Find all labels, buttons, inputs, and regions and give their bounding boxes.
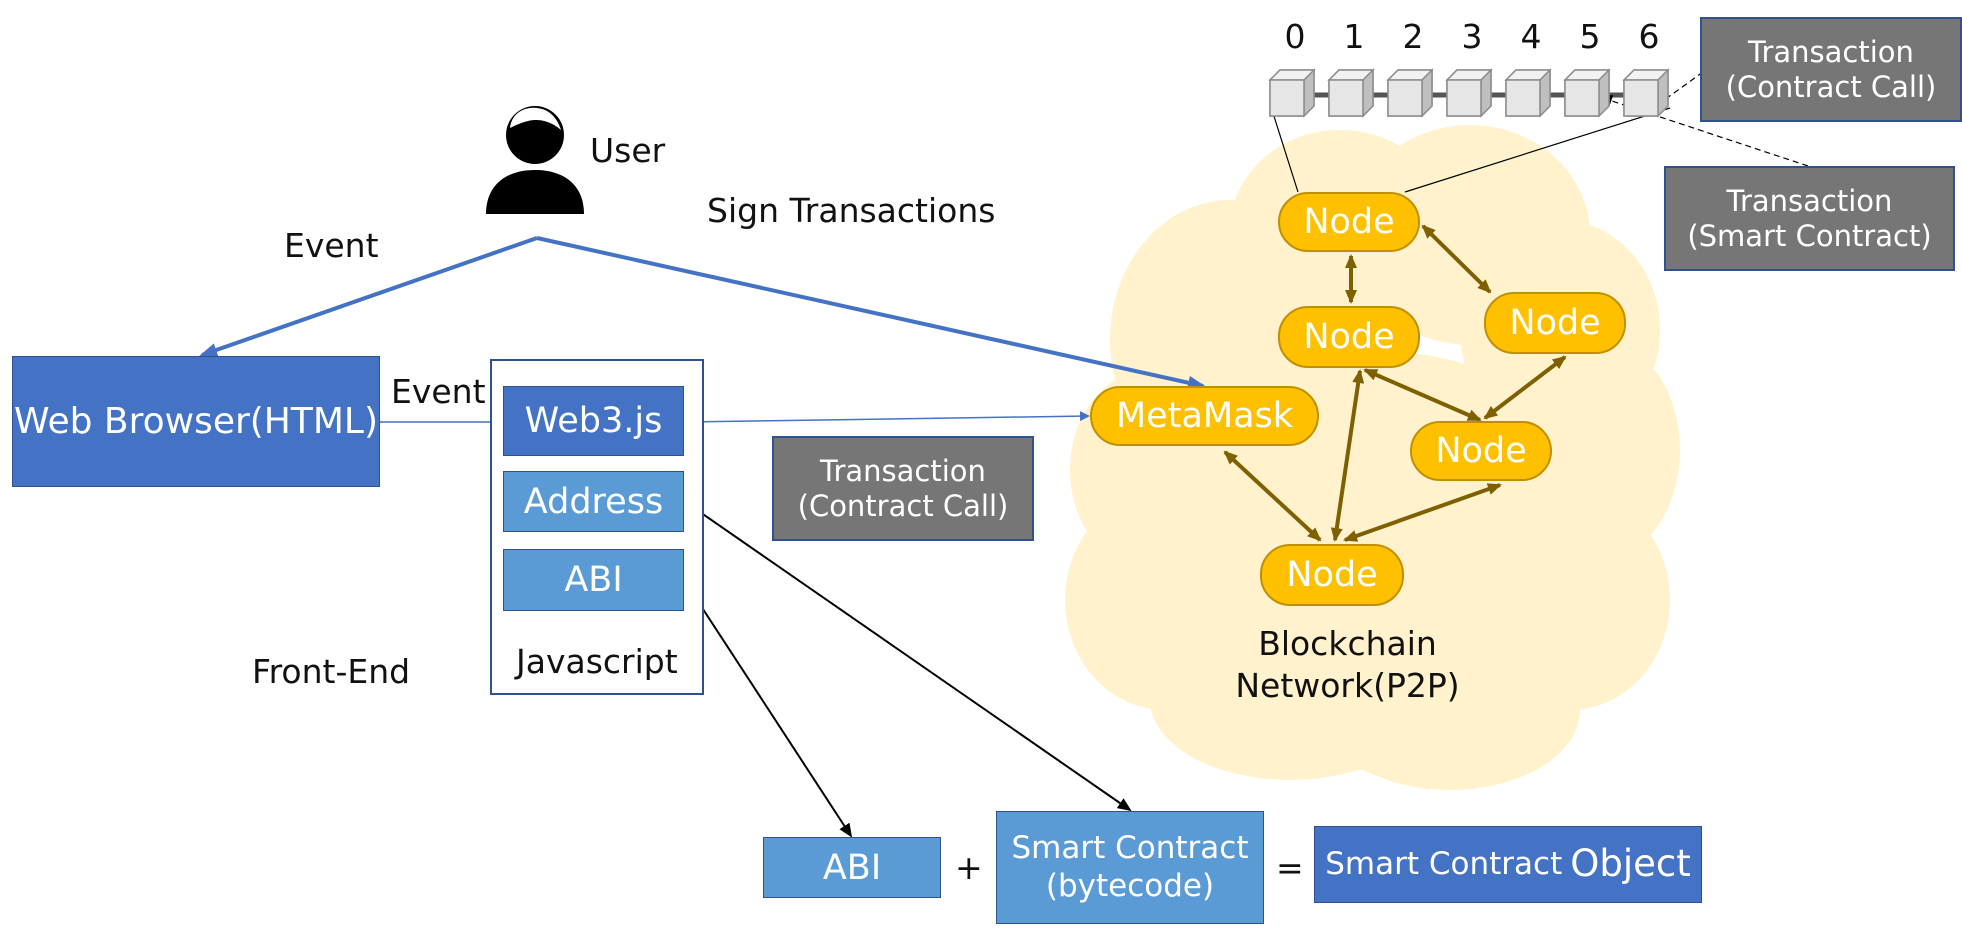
node-lower-right: Node xyxy=(1410,421,1552,481)
transaction-contract-call-box: Transaction (Contract Call) xyxy=(772,436,1034,541)
node-bottom: Node xyxy=(1260,544,1404,606)
event-label-side: Event xyxy=(391,372,486,411)
abi-bottom-box: ABI xyxy=(763,837,941,898)
block-number-5: 5 xyxy=(1579,17,1601,56)
node-top: Node xyxy=(1278,192,1420,252)
transaction-smart-contract-box: Transaction (Smart Contract) xyxy=(1664,166,1955,271)
node-mid: Node xyxy=(1278,306,1420,368)
block-number-1: 1 xyxy=(1343,17,1365,56)
transaction-contract-call-top-box: Transaction (Contract Call) xyxy=(1700,17,1962,122)
user-event-lines xyxy=(199,236,1206,390)
web3js-box: Web3.js xyxy=(503,386,684,456)
web-browser-box: Web Browser(HTML) xyxy=(12,356,380,487)
metamask-node: MetaMask xyxy=(1090,386,1319,446)
front-end-label: Front-End xyxy=(252,652,411,691)
smart-contract-bytecode-box: Smart Contract (bytecode) xyxy=(996,811,1264,924)
equals-sign: = xyxy=(1276,848,1304,887)
address-box: Address xyxy=(503,471,684,532)
smart-contract-object-box: Smart Contract Object xyxy=(1314,826,1702,903)
javascript-label: Javascript xyxy=(516,642,678,681)
block-number-6: 6 xyxy=(1638,17,1660,56)
block-number-4: 4 xyxy=(1520,17,1542,56)
blockchain-network-label: Blockchain Network(P2P) xyxy=(1235,624,1460,705)
block-number-3: 3 xyxy=(1461,17,1483,56)
abi-box: ABI xyxy=(503,549,684,611)
sign-transactions-label: Sign Transactions xyxy=(707,191,996,230)
user-label: User xyxy=(590,131,666,170)
block-number-0: 0 xyxy=(1284,17,1306,56)
plus-sign: + xyxy=(955,848,983,887)
smart-contract-object-suffix: Object xyxy=(1570,842,1691,886)
block-number-2: 2 xyxy=(1402,17,1424,56)
node-right: Node xyxy=(1484,292,1626,354)
smart-contract-object-prefix: Smart Contract xyxy=(1325,845,1563,882)
event-label-top: Event xyxy=(284,226,379,265)
